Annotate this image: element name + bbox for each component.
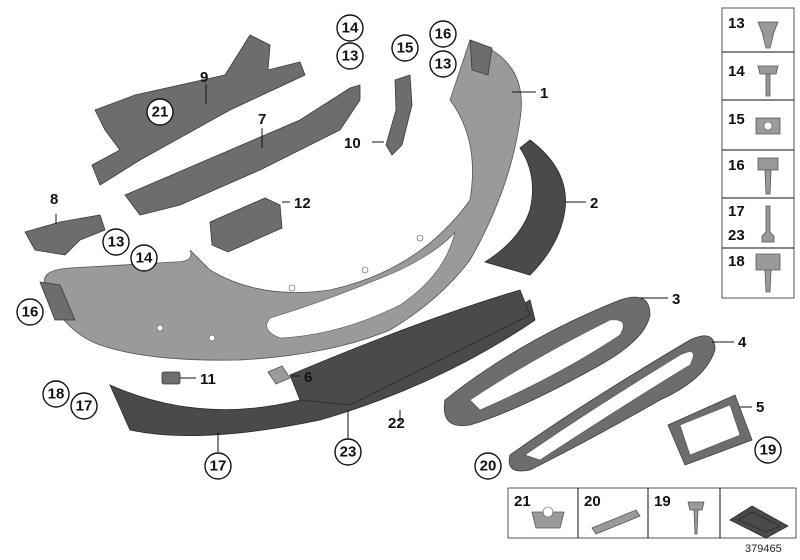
rivet-icon — [761, 205, 775, 243]
callout-23: 23 — [334, 438, 362, 466]
callout-17-bottom: 17 — [204, 452, 232, 480]
hex-screw-icon — [757, 157, 779, 195]
callout-19: 19 — [754, 436, 782, 464]
callout-18: 18 — [42, 380, 70, 408]
legend-label-20: 20 — [584, 493, 601, 510]
spring-clip-icon — [591, 509, 641, 535]
callout-20: 20 — [474, 452, 502, 480]
svg-text:16: 16 — [22, 304, 39, 321]
bumper-cover-part — [39, 39, 522, 361]
svg-text:19: 19 — [760, 442, 777, 459]
callout-16-left: 16 — [16, 298, 44, 326]
fastener-legend-right: 13 14 15 16 17 23 18 — [721, 7, 795, 299]
svg-text:13: 13 — [342, 48, 359, 65]
callout-7: 7 — [258, 111, 266, 128]
svg-text:13: 13 — [435, 56, 452, 73]
callout-10: 10 — [344, 135, 361, 152]
leader-lines — [55, 84, 752, 452]
callout-8: 8 — [50, 191, 58, 208]
legend-label-15: 15 — [728, 111, 745, 128]
callout-21: 21 — [146, 98, 174, 126]
callout-14-left: 14 — [130, 244, 158, 272]
legend-label-13: 13 — [728, 15, 745, 32]
callout-11: 11 — [200, 371, 216, 388]
lower-valance-part — [109, 299, 536, 437]
clip-11-part — [161, 371, 181, 385]
svg-text:16: 16 — [435, 26, 452, 43]
callout-9: 9 — [200, 69, 208, 86]
module-box-part — [209, 197, 283, 253]
carrier-bracket-part — [91, 34, 306, 186]
lower-trim-part — [484, 139, 566, 276]
legend-label-21: 21 — [514, 493, 531, 510]
callout-13-right: 13 — [429, 50, 457, 78]
clip-icon — [757, 21, 779, 49]
callout-6: 6 — [304, 369, 312, 386]
callout-2: 2 — [590, 195, 598, 212]
legend-label-19: 19 — [654, 493, 671, 510]
svg-text:13: 13 — [108, 234, 125, 251]
callout-12: 12 — [294, 195, 311, 212]
callout-22: 22 — [388, 415, 405, 432]
diffuser-part — [289, 289, 531, 406]
flange-nut-icon — [531, 511, 565, 529]
svg-text:14: 14 — [136, 250, 153, 267]
callout-1: 1 — [540, 85, 548, 102]
side-bracket-part — [24, 214, 106, 256]
bolt-icon — [755, 253, 781, 293]
legend-label-17: 17 — [728, 203, 745, 220]
fastener-legend-bottom: 21 20 19 — [507, 487, 797, 539]
svg-text:17: 17 — [210, 458, 227, 475]
legend-label-23: 23 — [728, 227, 745, 244]
self-tapping-screw-icon — [687, 501, 705, 535]
callout-13-left: 13 — [102, 228, 130, 256]
svg-text:15: 15 — [397, 40, 414, 57]
callout-16-top: 16 — [429, 20, 457, 48]
callout-13-top: 13 — [336, 42, 364, 70]
legend-label-14: 14 — [728, 63, 745, 80]
svg-text:17: 17 — [76, 398, 93, 415]
svg-text:21: 21 — [152, 104, 169, 121]
vertical-bracket-part — [385, 74, 413, 156]
svg-text:18: 18 — [48, 386, 65, 403]
seal-strip-icon — [729, 505, 789, 539]
svg-text:20: 20 — [480, 458, 497, 475]
reinforcement-part — [124, 84, 361, 216]
callout-17-left: 17 — [70, 392, 98, 420]
legend-label-16: 16 — [728, 157, 745, 174]
legend-label-18: 18 — [728, 253, 745, 270]
callout-3: 3 — [672, 291, 680, 308]
screw-icon — [757, 65, 779, 97]
svg-text:23: 23 — [340, 444, 357, 461]
svg-text:14: 14 — [342, 20, 359, 37]
callout-5: 5 — [756, 399, 764, 416]
callout-4: 4 — [738, 334, 747, 351]
callout-15: 15 — [391, 34, 419, 62]
reference-number: 379465 — [745, 543, 782, 555]
callout-14-top: 14 — [336, 14, 364, 42]
cap-6-part — [267, 365, 291, 385]
